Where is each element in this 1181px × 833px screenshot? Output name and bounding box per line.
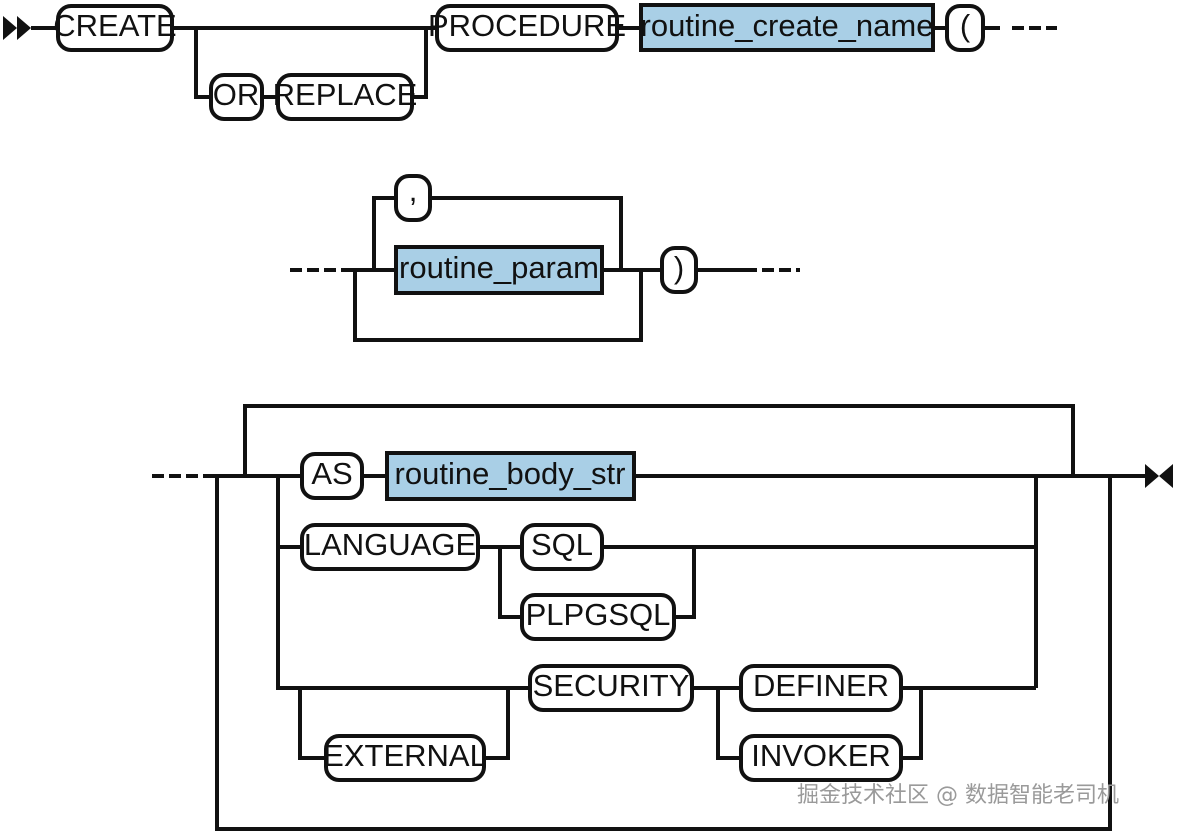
invoker-keyword: INVOKER (739, 734, 903, 782)
routine-body-str-label: routine_body_str (395, 456, 626, 491)
external-keyword: EXTERNAL (323, 734, 487, 782)
external-label: EXTERNAL (323, 738, 487, 773)
security-label: SECURITY (533, 668, 690, 703)
definer-keyword: DEFINER (739, 664, 903, 712)
language-label: LANGUAGE (304, 527, 476, 562)
create-label: CREATE (53, 8, 176, 43)
start-arrow-icon (17, 16, 31, 40)
replace-keyword: REPLACE (273, 73, 418, 121)
row-2-lines (290, 196, 800, 342)
procedure-keyword: PROCEDURE (428, 4, 626, 52)
end-bar-icon (1159, 464, 1173, 488)
routine-param-nonterminal: routine_param (394, 245, 604, 295)
sql-keyword: SQL (520, 523, 604, 571)
definer-label: DEFINER (753, 668, 889, 703)
row-1-lines (3, 16, 1057, 99)
procedure-label: PROCEDURE (428, 8, 626, 43)
create-keyword: CREATE (53, 4, 177, 52)
end-arrow-icon (1145, 464, 1159, 488)
rparen-keyword: ) (660, 246, 698, 294)
security-keyword: SECURITY (528, 664, 694, 712)
routine-body-str-nonterminal: routine_body_str (385, 451, 636, 501)
replace-label: REPLACE (273, 77, 418, 112)
rparen-label: ) (674, 250, 684, 285)
comma-keyword: , (394, 173, 432, 222)
row-3-lines (152, 404, 1173, 831)
plpgsql-label: PLPGSQL (526, 597, 671, 632)
routine-create-name-label: routine_create_name (641, 8, 934, 43)
or-keyword: OR (209, 73, 264, 121)
plpgsql-keyword: PLPGSQL (520, 593, 676, 641)
comma-label: , (409, 173, 418, 208)
lparen-keyword: ( (945, 4, 985, 52)
routine-create-name-nonterminal: routine_create_name (639, 3, 935, 52)
sql-label: SQL (531, 527, 593, 562)
invoker-label: INVOKER (751, 738, 891, 773)
language-keyword: LANGUAGE (300, 523, 480, 571)
lparen-label: ( (960, 8, 971, 43)
as-keyword: AS (300, 452, 364, 500)
start-arrow-icon (3, 16, 17, 40)
as-label: AS (311, 456, 352, 491)
watermark-text: 掘金技术社区 @ 数据智能老司机 (797, 783, 1119, 808)
or-label: OR (213, 77, 260, 112)
routine-param-label: routine_param (399, 250, 599, 285)
